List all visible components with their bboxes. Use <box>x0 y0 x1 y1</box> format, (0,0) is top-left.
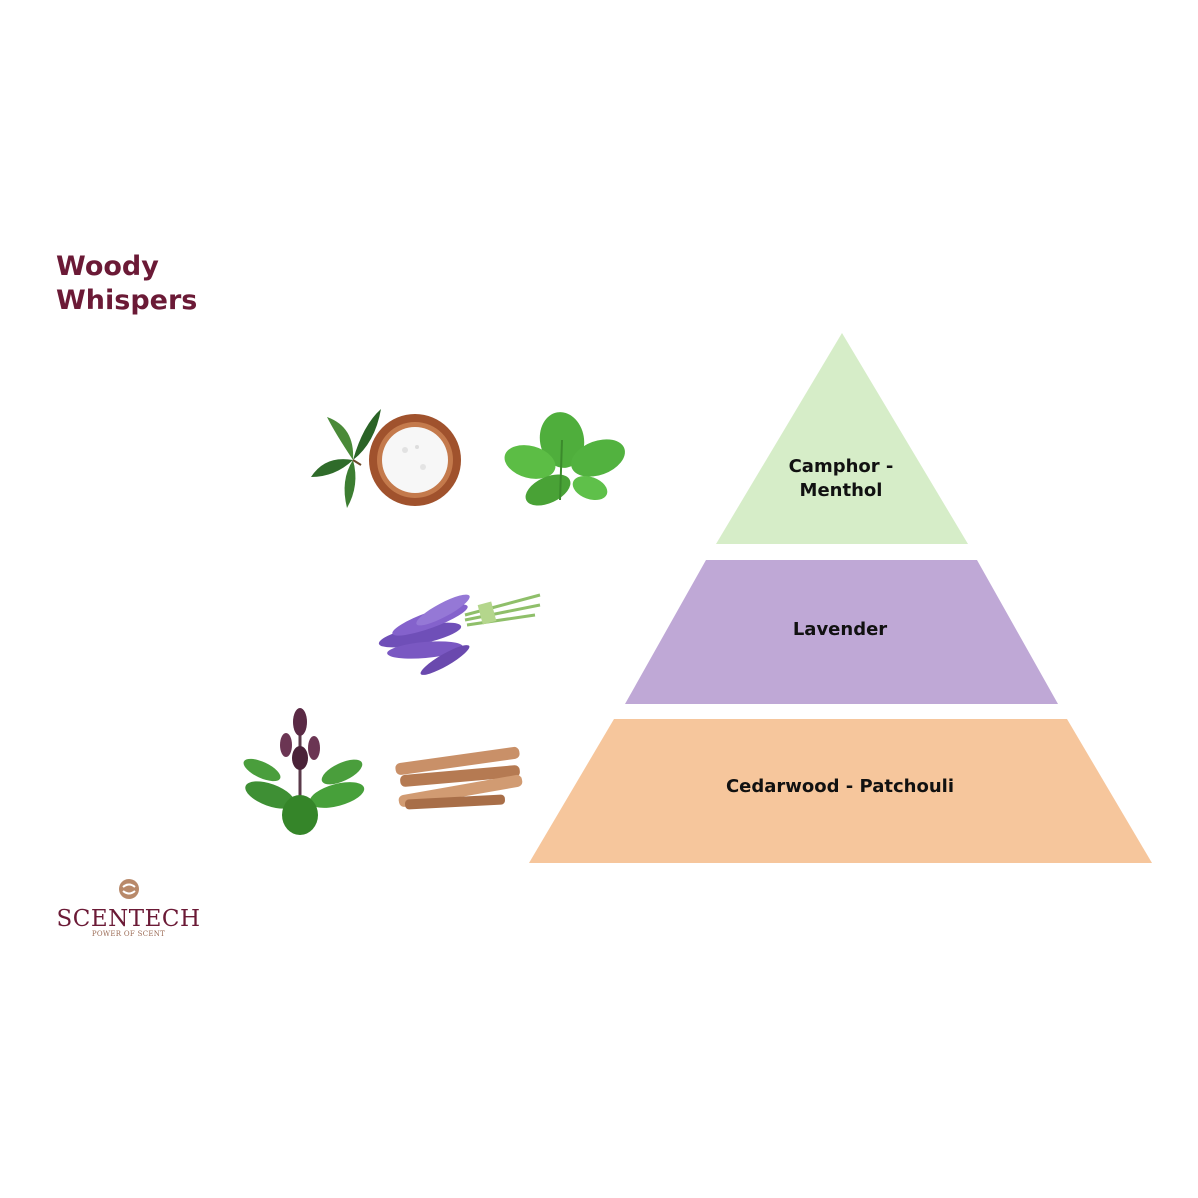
sandalwood-icon <box>395 746 523 810</box>
tier-top-label-line-2: Menthol <box>799 480 883 501</box>
tier-top-label-line-1: Camphor - <box>788 456 894 477</box>
pyramid-tier-middle <box>625 560 1058 704</box>
patchouli-icon <box>243 708 365 835</box>
pyramid-tier-top <box>716 333 968 544</box>
scentech-logo: SCENTECH POWER OF SCENT <box>56 878 201 938</box>
lavender-bunch-illustration <box>378 593 541 675</box>
logo-tagline: POWER OF SCENT <box>91 930 166 938</box>
tier-top-label: Camphor - Menthol <box>760 455 922 503</box>
title-line-2: Whispers <box>56 285 198 316</box>
page-title: Woody Whispers <box>56 250 197 318</box>
salt-bowl-icon <box>369 414 461 506</box>
mint-icon <box>504 412 625 506</box>
tea-leaves-icon <box>311 409 381 508</box>
logo-emblem-icon <box>118 879 139 899</box>
tier-middle-label: Lavender <box>792 619 888 640</box>
mint-leaves-illustration <box>504 412 625 506</box>
sandalwood-sticks-illustration <box>395 746 523 810</box>
title-line-1: Woody <box>56 251 159 282</box>
pyramid-tier-base <box>529 719 1152 863</box>
lavender-icon <box>378 593 541 675</box>
logo-name: SCENTECH <box>56 906 201 932</box>
tea-leaf-and-salt-bowl-illustration <box>311 409 461 508</box>
tier-base-label: Cedarwood - Patchouli <box>725 776 955 797</box>
patchouli-plant-illustration <box>243 708 365 835</box>
